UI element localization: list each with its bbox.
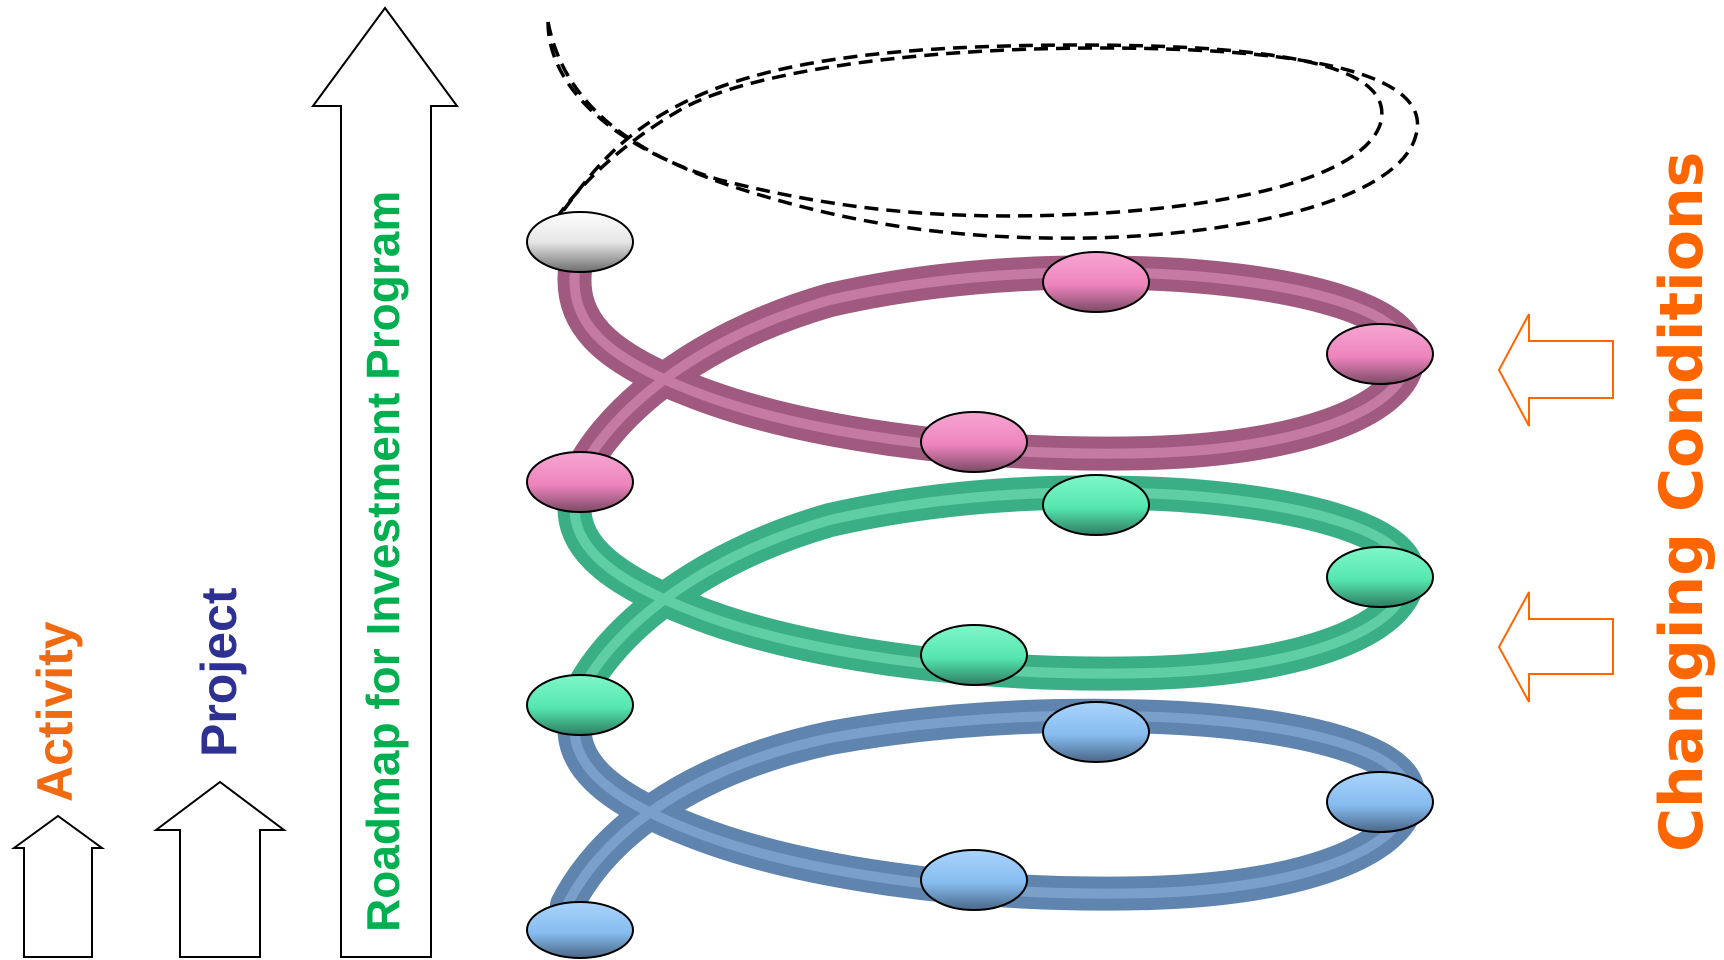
node-green	[526, 674, 634, 736]
project-label: Project	[191, 587, 247, 757]
activity-arrow-icon	[10, 814, 106, 958]
condition-arrow-lower-icon	[1497, 591, 1614, 703]
node-green	[920, 624, 1028, 686]
activity-label: Activity	[27, 621, 83, 802]
project-arrow-icon	[153, 780, 287, 958]
node-blue	[1326, 771, 1434, 833]
node-pink	[526, 451, 634, 513]
node-pink	[1326, 323, 1434, 385]
node-gray	[526, 211, 634, 273]
node-pink	[1042, 251, 1150, 313]
node-blue	[1042, 701, 1150, 763]
roadmap-label: Roadmap for Investment Program	[357, 191, 409, 932]
node-blue	[920, 849, 1028, 911]
roadmap-arrow-icon	[311, 6, 459, 958]
node-pink	[920, 411, 1028, 473]
future-path	[546, 21, 1420, 240]
node-green	[1326, 546, 1434, 608]
nodes	[526, 211, 1434, 959]
node-blue	[526, 901, 634, 959]
condition-arrow-upper-icon	[1497, 313, 1614, 427]
node-green	[1042, 474, 1150, 536]
changing-conditions-label: Changing Conditions	[1647, 152, 1717, 852]
